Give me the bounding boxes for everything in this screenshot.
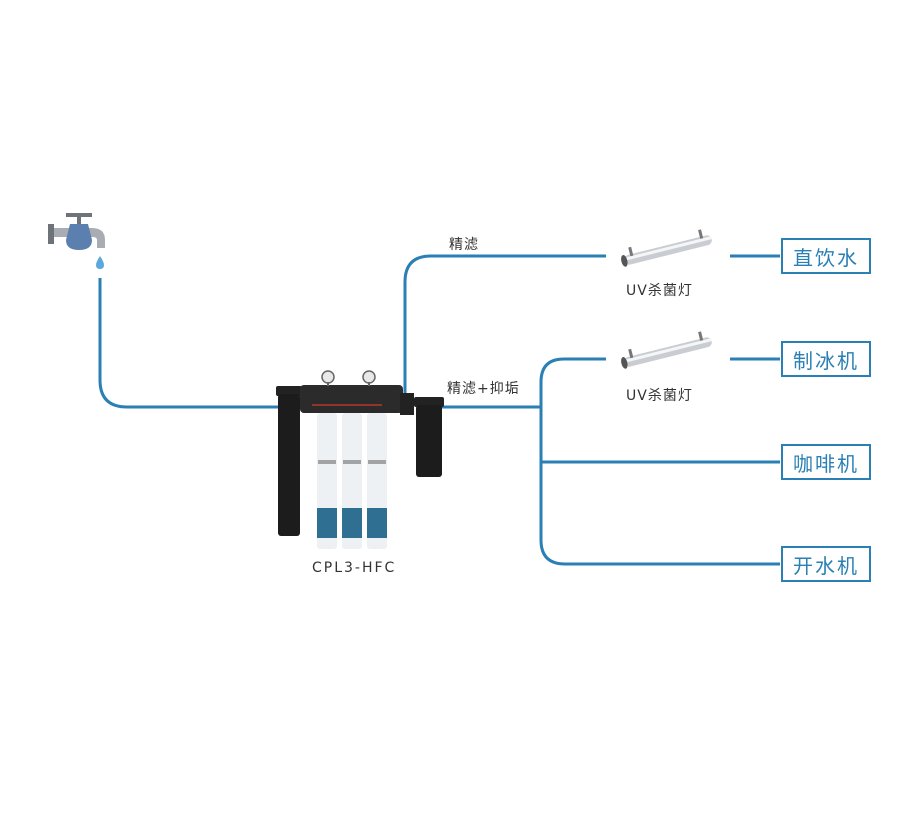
destination-water-boiler: 开水机 bbox=[781, 546, 871, 582]
uv-lamp-label: UV杀菌灯 bbox=[626, 388, 693, 404]
filter-system-icon bbox=[276, 370, 444, 549]
uv-lamp-label: UV杀菌灯 bbox=[626, 283, 693, 299]
destination-ice-maker: 制冰机 bbox=[781, 341, 871, 377]
pipes bbox=[98, 254, 780, 566]
water-tap-icon bbox=[48, 213, 105, 250]
pipe-to-coffee bbox=[539, 407, 780, 464]
destination-label: 制冰机 bbox=[793, 348, 859, 373]
uv-lamp-icon bbox=[621, 229, 712, 267]
fine-filter-label: 精滤 bbox=[449, 237, 479, 253]
pipe-to-boiler bbox=[539, 462, 780, 566]
uv-lamp-icon bbox=[621, 331, 712, 369]
pipe-inlet bbox=[98, 278, 280, 409]
pipe-fine-filter bbox=[403, 254, 606, 395]
destination-direct-drinking-water: 直饮水 bbox=[781, 238, 871, 274]
destination-label: 开水机 bbox=[793, 553, 859, 578]
destination-label: 咖啡机 bbox=[793, 451, 859, 476]
water-drop-icon bbox=[96, 256, 104, 269]
fine-filter-scale-label: 精滤+抑垢 bbox=[447, 381, 520, 397]
pipe-to-uv-2 bbox=[539, 357, 606, 407]
filter-model-label: CPL3-HFC bbox=[312, 560, 397, 576]
destination-label: 直饮水 bbox=[793, 245, 859, 270]
destination-coffee-machine: 咖啡机 bbox=[781, 444, 871, 480]
